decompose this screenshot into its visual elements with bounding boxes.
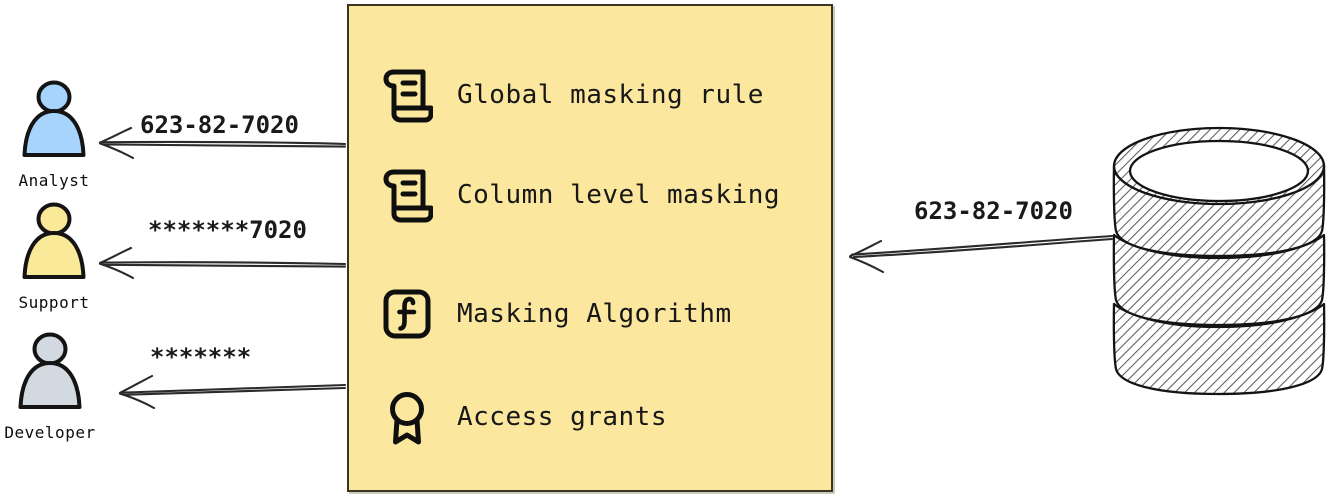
arrow-to-panel xyxy=(848,234,1114,274)
panel-row-label: Global masking rule xyxy=(457,80,764,110)
arrow-label-source: 623-82-7020 xyxy=(914,197,1073,225)
actor-label-developer: Developer xyxy=(4,423,96,442)
panel-row-label: Access grants xyxy=(457,402,667,432)
panel-row-masking-algorithm[interactable]: Masking Algorithm xyxy=(381,279,732,349)
panel-row-label: Masking Algorithm xyxy=(457,299,732,329)
panel-row-global-masking-rule[interactable]: Global masking rule xyxy=(381,60,764,130)
panel-row-access-grants[interactable]: Access grants xyxy=(381,382,667,452)
database-cylinder-icon[interactable] xyxy=(1108,122,1332,402)
actor-label-analyst: Analyst xyxy=(18,171,90,190)
actor-label-support: Support xyxy=(18,293,90,312)
function-icon xyxy=(383,289,431,339)
person-icon xyxy=(18,332,82,409)
arrow-to-analyst xyxy=(98,126,347,160)
actor-support[interactable]: Support xyxy=(6,200,102,312)
actor-analyst[interactable]: Analyst xyxy=(6,78,102,190)
scroll-icon xyxy=(383,69,433,123)
actor-developer[interactable]: Developer xyxy=(2,330,98,442)
scroll-icon xyxy=(383,169,433,223)
arrow-label-support: *******7020 xyxy=(148,216,307,244)
arrow-label-developer: ******* xyxy=(150,343,252,371)
award-icon xyxy=(390,392,424,445)
panel-row-label: Column level masking xyxy=(457,180,781,210)
person-icon xyxy=(22,202,86,279)
arrow-to-developer xyxy=(118,374,347,410)
masking-policy-panel: Global masking rule Column level masking xyxy=(347,4,833,492)
arrow-to-support xyxy=(98,246,347,280)
arrow-label-analyst: 623-82-7020 xyxy=(140,111,299,139)
person-icon xyxy=(22,80,86,157)
panel-row-column-level-masking[interactable]: Column level masking xyxy=(381,160,780,230)
